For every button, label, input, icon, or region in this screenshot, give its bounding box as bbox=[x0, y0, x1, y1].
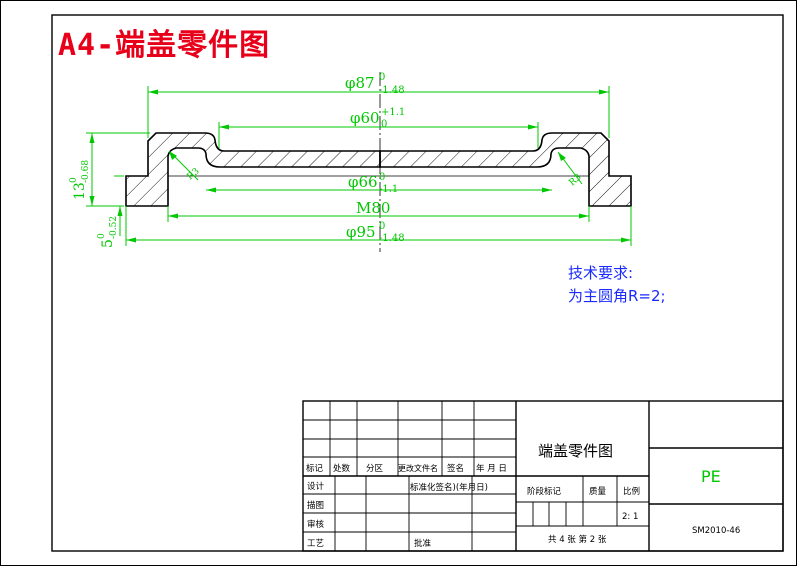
dim-d60-lower: 0 bbox=[381, 119, 387, 130]
tb-ratio: 比例 bbox=[623, 486, 640, 497]
tb-row-drawing: 描图 bbox=[307, 500, 324, 511]
dim-h5-upper: 0 bbox=[97, 233, 107, 239]
tb-header-count: 处数 bbox=[333, 463, 351, 474]
dim-d87-lower: -1.48 bbox=[379, 85, 405, 96]
dim-m80-main: M80 bbox=[356, 199, 390, 217]
dim-d87-upper: 0 bbox=[379, 72, 385, 83]
tb-drawing-no: SM2010-46 bbox=[692, 526, 740, 536]
dim-d66-upper: 0 bbox=[379, 172, 385, 183]
left-section-profile bbox=[125, 132, 381, 207]
tb-part-name: 端盖零件图 bbox=[538, 442, 613, 460]
tb-stage-mark: 阶段标记 bbox=[527, 486, 562, 497]
dim-h13-main: 13 bbox=[72, 182, 88, 200]
dim-r-right: R3 bbox=[568, 172, 584, 188]
dimension-arrows bbox=[89, 89, 631, 243]
dim-h13-lower: -0.68 bbox=[81, 160, 91, 183]
tb-row-design: 设计 bbox=[307, 481, 325, 492]
dim-d66-main: φ66 bbox=[348, 173, 378, 191]
dim-d60-upper: +1.1 bbox=[381, 107, 405, 118]
dim-r-left: R3 bbox=[186, 166, 202, 182]
tb-row-review: 审核 bbox=[307, 519, 325, 530]
tb-sheets: 共 4 张 第 2 张 bbox=[548, 534, 607, 545]
dimension-lines bbox=[86, 86, 632, 246]
technical-notes: 技术要求: 为主圆角R=2; bbox=[568, 262, 666, 308]
dim-d95-lower: -1.48 bbox=[379, 233, 405, 244]
tb-header-date: 年 月 日 bbox=[476, 463, 507, 474]
dim-d66-lower: -1.1 bbox=[379, 184, 398, 195]
title-block bbox=[302, 400, 784, 552]
tb-std-sign: 标准化签名)(年月日) bbox=[410, 482, 488, 493]
title-block-texts: 标记 处数 分区 更改文件名 签名 年 月 日 设计 描图 审核 工艺 标准化签… bbox=[306, 442, 740, 549]
tb-header-sign: 签名 bbox=[447, 463, 464, 474]
tb-material: PE bbox=[701, 467, 721, 486]
tb-approve: 批准 bbox=[414, 538, 432, 549]
dim-d60-main: φ60 bbox=[350, 109, 380, 127]
notes-line-1: 为主圆角R=2; bbox=[568, 287, 666, 305]
tb-weight: 质量 bbox=[589, 486, 607, 497]
tb-header-mark: 标记 bbox=[306, 463, 324, 474]
dim-d95-upper: 0 bbox=[379, 221, 385, 232]
dimension-texts: φ87 0 -1.48 φ60 +1.1 0 φ66 0 -1.1 M80 φ9… bbox=[69, 72, 584, 248]
tb-row-process: 工艺 bbox=[307, 539, 324, 549]
drawing-title: A4-端盖零件图 bbox=[58, 28, 271, 63]
tb-header-file: 更改文件名 bbox=[398, 463, 438, 473]
dim-h5-main: 5 bbox=[100, 239, 116, 248]
notes-heading: 技术要求: bbox=[568, 264, 634, 282]
dim-d87-main: φ87 bbox=[345, 74, 375, 92]
part-section bbox=[125, 72, 632, 252]
dim-h5-lower: -0.52 bbox=[109, 216, 119, 239]
dim-d95-main: φ95 bbox=[346, 223, 376, 241]
tb-header-zone: 分区 bbox=[366, 464, 384, 474]
tb-scale: 2: 1 bbox=[622, 512, 638, 522]
dim-h13-upper: 0 bbox=[69, 177, 79, 183]
right-section-profile bbox=[379, 132, 632, 207]
